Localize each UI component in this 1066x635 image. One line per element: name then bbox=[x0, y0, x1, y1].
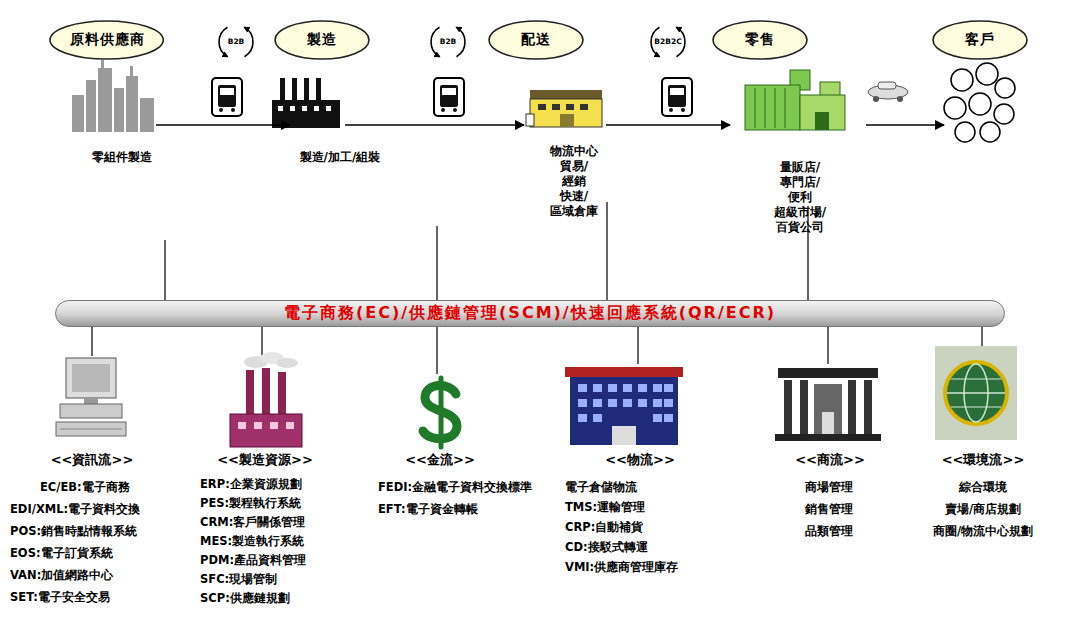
manufacturing-icon bbox=[230, 352, 302, 447]
commerce-icon bbox=[775, 368, 881, 441]
flow-item: VAN:加值網路中心 bbox=[10, 568, 113, 582]
flow-heading: <<環境流>> bbox=[942, 452, 1025, 468]
flow-item: 綜合環境 bbox=[959, 480, 1007, 494]
flow-arrow bbox=[156, 124, 944, 126]
flow-item: 銷售管理 bbox=[805, 502, 853, 516]
flow-item: 賣場/商店規劃 bbox=[945, 502, 1021, 516]
flow-item: VMI:供應商管理庫存 bbox=[565, 560, 678, 574]
flow-item: TMS:運輸管理 bbox=[565, 500, 645, 514]
flow-item: SFC:現場管制 bbox=[200, 572, 277, 586]
flow-item: SET:電子安全交易 bbox=[10, 590, 110, 604]
stage-oval: 製造 bbox=[274, 20, 370, 60]
stage-oval: 原料供應商 bbox=[49, 20, 164, 60]
b2b-label: B2B bbox=[228, 37, 245, 46]
stage-name: 零售 bbox=[745, 31, 775, 49]
customers bbox=[944, 63, 1015, 142]
flow-item: MES:製造執行系統 bbox=[200, 534, 304, 548]
flow-item: 品類管理 bbox=[805, 524, 853, 538]
flow-item: EDI/XML:電子資料交換 bbox=[10, 502, 140, 516]
flow-heading: <<商流>> bbox=[795, 452, 865, 468]
distribution-center bbox=[526, 90, 602, 127]
flow-item: CRP:自動補貨 bbox=[565, 520, 643, 534]
flow-item: 電子倉儲物流 bbox=[565, 480, 637, 494]
flow-item: PES:製程執行系統 bbox=[200, 496, 301, 510]
flow-item: 商圈/物流中心規劃 bbox=[933, 524, 1033, 538]
flow-heading: <<金流>> bbox=[405, 452, 475, 468]
b2b-label: B2B bbox=[440, 37, 457, 46]
flow-item: POS:銷售時點情報系統 bbox=[10, 524, 137, 538]
supplier-plant bbox=[72, 60, 154, 132]
flow-item: SCP:供應鏈規劃 bbox=[200, 591, 290, 605]
stage-caption: 量販店/專門店/便利 超級市場/百貨公司 bbox=[774, 160, 826, 235]
retail-store bbox=[745, 70, 845, 130]
stage-name: 原料供應商 bbox=[70, 31, 145, 49]
b2b-label: B2B2C bbox=[654, 37, 681, 46]
environment-icon bbox=[935, 346, 1017, 440]
flow-item: EC/EB:電子商務 bbox=[40, 480, 130, 494]
stage-name: 配送 bbox=[521, 31, 551, 49]
stage-name: 客戶 bbox=[965, 31, 995, 49]
stem-line bbox=[92, 202, 982, 374]
flow-item: PDM:產品資料管理 bbox=[200, 553, 306, 567]
stage-oval: 客戶 bbox=[932, 20, 1028, 60]
stage-oval: 配送 bbox=[488, 20, 584, 60]
integration-pipe: 電子商務(EC)/供應鏈管理(SCM)/快速回應系統(QR/ECR) bbox=[55, 300, 1005, 327]
flow-item: EOS:電子訂貨系統 bbox=[10, 546, 113, 560]
flow-item: FEDI:金融電子資料交換標準 bbox=[378, 480, 532, 494]
stage-oval: 零售 bbox=[712, 20, 808, 60]
flow-heading: <<物流>> bbox=[605, 452, 675, 468]
computer-icon bbox=[56, 358, 126, 436]
factory bbox=[272, 78, 340, 128]
system-title: 電子商務(EC)/供應鏈管理(SCM)/快速回應系統(QR/ECR) bbox=[284, 303, 776, 324]
flow-heading: <<製造資源>> bbox=[217, 452, 313, 468]
stage-caption: 物流中心 貿易/經銷 快速/區域倉庫 bbox=[550, 144, 598, 219]
flow-item: CRM:客戶關係管理 bbox=[200, 515, 305, 529]
stage-caption: 製造/加工/組裝 bbox=[300, 150, 381, 165]
flow-heading: <<資訊流>> bbox=[51, 452, 134, 468]
logistics-icon bbox=[565, 367, 683, 445]
flow-item: ERP:企業資源規劃 bbox=[200, 477, 302, 491]
money-icon bbox=[423, 378, 457, 447]
stage-name: 製造 bbox=[307, 31, 337, 49]
stage-caption: 零組件製造 bbox=[92, 150, 152, 165]
flow-item: CD:接駁式轉運 bbox=[565, 540, 648, 554]
flow-item: EFT:電子資金轉帳 bbox=[378, 502, 478, 516]
flow-item: 商場管理 bbox=[805, 480, 853, 494]
delivery-car bbox=[868, 82, 908, 102]
